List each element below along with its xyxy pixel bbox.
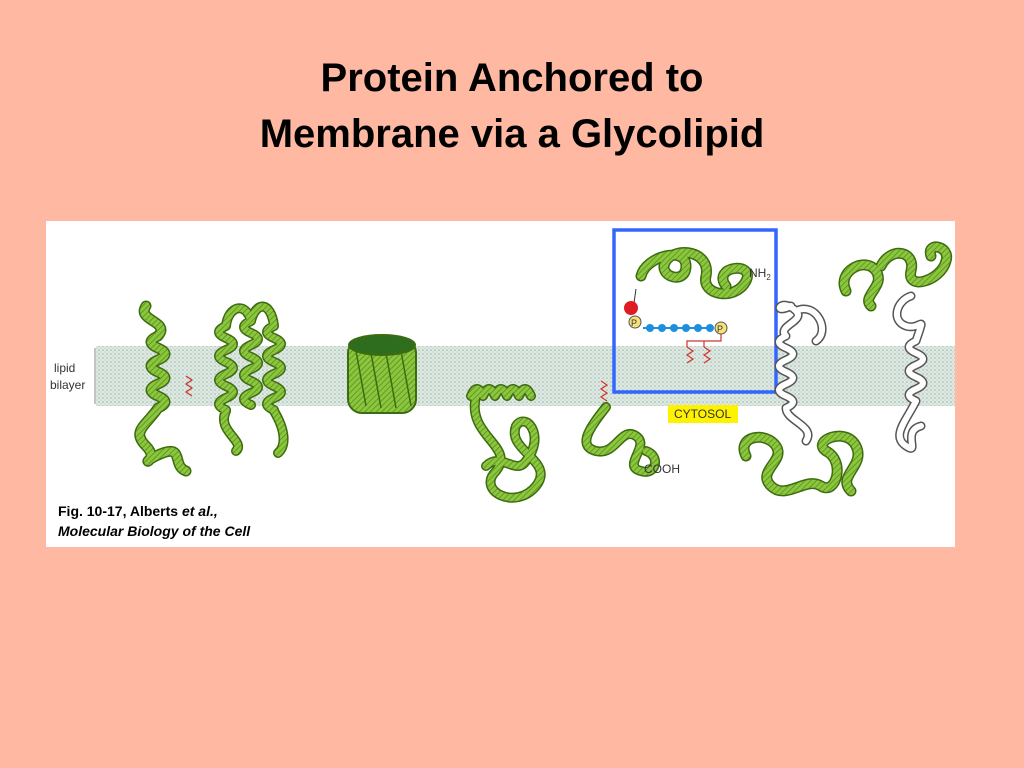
phosphate-left (628, 315, 642, 329)
lipid-tail-2 (599, 380, 609, 402)
protein-green-extracellular (838, 241, 953, 453)
nh2-label: NH2 (749, 266, 771, 282)
protein-gpi-anchored: P P NH2 (624, 247, 771, 364)
title-line-2: Membrane via a Glycolipid (259, 112, 765, 156)
gpi-lipid-tails (685, 346, 712, 364)
cooh-label: COOH (644, 462, 680, 476)
membrane-protein-figure: lipid bilayer (46, 221, 955, 547)
citation-line-2: Molecular Biology of the Cell (58, 523, 251, 539)
phosphate-right-label: P (717, 324, 723, 334)
phosphate-left-label: P (631, 318, 637, 328)
lipid-tail-1 (184, 375, 194, 397)
protein-beta-barrel (347, 334, 417, 414)
cytosol-label: CYTOSOL (674, 407, 731, 421)
title-line-1: Protein Anchored to (320, 56, 704, 100)
anchor-head (624, 301, 638, 315)
citation-line-1: Fig. 10-17, Alberts et al., (58, 503, 218, 519)
lipid-label: lipid (54, 361, 75, 375)
figure-citation: Fig. 10-17, Alberts et al., Molecular Bi… (58, 501, 250, 541)
protein-lipid-anchored (581, 380, 660, 477)
cytosol-tag (668, 405, 738, 423)
slide-title: Protein Anchored to Membrane via a Glyco… (0, 50, 1024, 162)
gpi-highlight-box (612, 228, 778, 394)
protein-multi-pass (214, 301, 289, 458)
protein-white-transmembrane (738, 300, 864, 497)
figure-drawing: lipid bilayer (50, 228, 955, 503)
protein-single-pass (134, 300, 194, 477)
protein-amphipathic-helix (466, 384, 546, 503)
bilayer-label: bilayer (50, 378, 85, 392)
